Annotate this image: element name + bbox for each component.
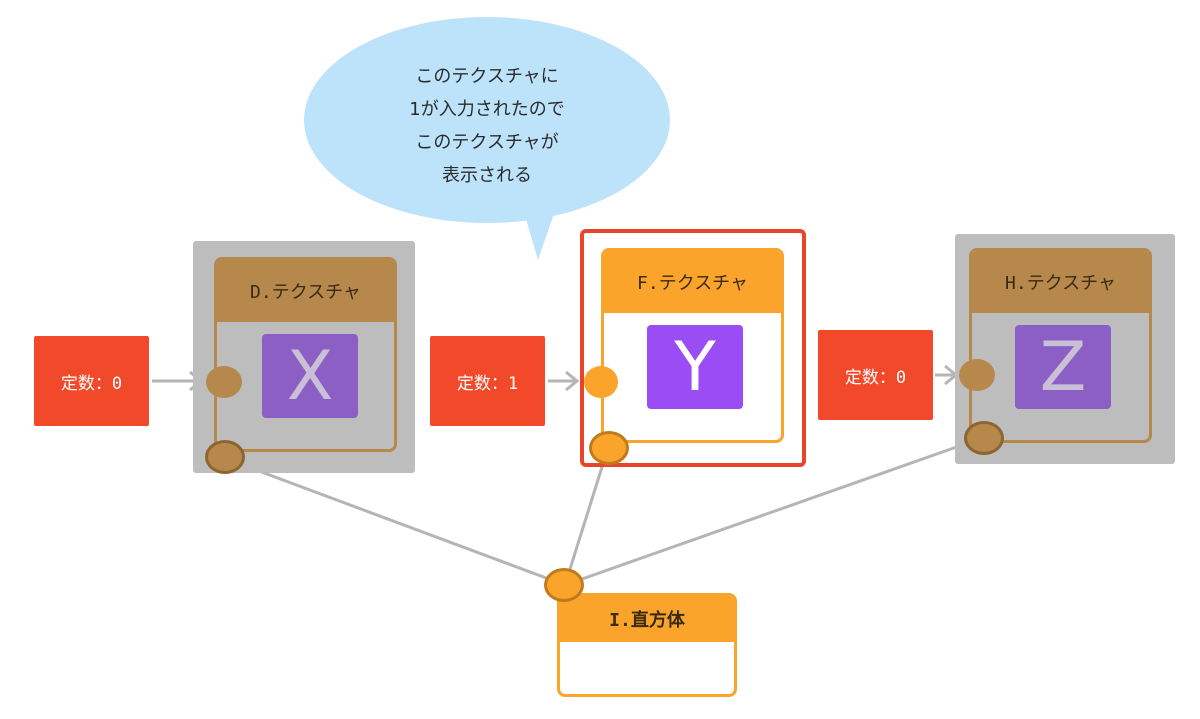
node-h-title: H.テクスチャ <box>972 251 1149 313</box>
cube-node-i[interactable]: I.直方体 <box>557 593 737 697</box>
speech-bubble <box>304 17 670 260</box>
wire-f-to-cube <box>563 447 610 586</box>
node-h-input-port[interactable] <box>959 359 995 391</box>
constant-node-2[interactable]: 定数：1 <box>430 336 545 426</box>
speech-bubble-text: このテクスチャに 1が入力されたので このテクスチャが 表示される <box>409 66 565 186</box>
node-h-output-port[interactable] <box>964 421 1004 455</box>
node-d-output-port[interactable] <box>205 440 245 474</box>
texture-preview-x: X <box>262 334 358 418</box>
node-d-title: D.テクスチャ <box>217 260 394 322</box>
node-d-input-port[interactable] <box>206 366 242 398</box>
node-f-input-port[interactable] <box>584 366 618 398</box>
constant-node-1[interactable]: 定数：0 <box>34 336 149 426</box>
node-i-title: I.直方体 <box>560 596 734 642</box>
wire-d-to-cube <box>223 456 566 587</box>
node-f-title: F.テクスチャ <box>604 251 781 313</box>
arrow-head-2 <box>565 370 580 392</box>
node-i-input-port[interactable] <box>544 568 584 602</box>
node-f-output-port[interactable] <box>589 431 629 465</box>
constant-node-3[interactable]: 定数：0 <box>818 330 933 420</box>
wire-h-to-cube <box>564 435 986 587</box>
texture-preview-y: Y <box>647 325 743 409</box>
texture-node-h[interactable]: H.テクスチャ Z <box>969 248 1152 443</box>
texture-node-d[interactable]: D.テクスチャ X <box>214 257 397 452</box>
texture-preview-z: Z <box>1015 325 1111 409</box>
texture-node-f[interactable]: F.テクスチャ Y <box>601 248 784 443</box>
